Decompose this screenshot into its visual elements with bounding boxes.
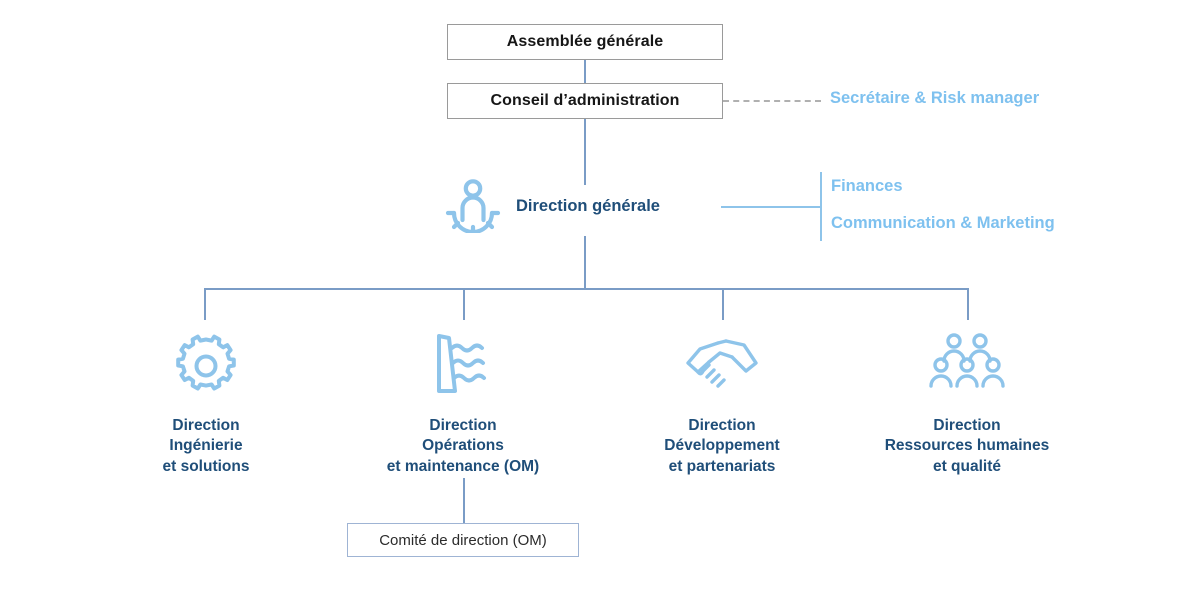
- connector-ca-to-secretaire: [723, 100, 821, 102]
- dam-water-icon: [358, 330, 568, 402]
- connector-dg-to-staff: [721, 206, 821, 208]
- node-direction-operations[interactable]: Direction Opérations et maintenance (OM): [358, 330, 568, 477]
- department-distribution-bar: [204, 288, 969, 290]
- node-label: Assemblée générale: [506, 33, 664, 50]
- connector-bar-to-operations: [463, 288, 465, 320]
- node-conseil-administration[interactable]: Conseil d’administration: [447, 83, 723, 119]
- side-label-secretaire: Secrétaire & Risk manager: [830, 89, 1040, 107]
- node-direction-ressources-humaines[interactable]: Direction Ressources humaines et qualité: [862, 330, 1072, 477]
- side-label-communication: Communication & Marketing: [831, 214, 1055, 232]
- person-gear-icon: [444, 175, 502, 238]
- connector-bar-to-developpement: [722, 288, 724, 320]
- connector-bar-to-rh: [967, 288, 969, 320]
- side-label-finances: Finances: [831, 177, 903, 195]
- node-label: Direction Opérations et maintenance (OM): [386, 417, 540, 475]
- node-comite-de-direction[interactable]: Comité de direction (OM): [347, 523, 579, 557]
- handshake-icon: [617, 330, 827, 402]
- connector-ca-to-dg: [584, 119, 586, 185]
- connector-dg-to-bar: [584, 236, 586, 289]
- node-label: Conseil d’administration: [490, 92, 680, 109]
- node-label: Direction Développement et partenariats: [664, 417, 780, 475]
- connector-bar-to-ingenierie: [204, 288, 206, 320]
- node-assemblee-generale[interactable]: Assemblée générale: [447, 24, 723, 60]
- node-label: Direction générale: [516, 196, 660, 215]
- node-label: Direction Ressources humaines et qualité: [884, 417, 1050, 475]
- node-direction-developpement[interactable]: Direction Développement et partenariats: [617, 330, 827, 477]
- node-direction-generale[interactable]: Direction générale: [444, 176, 660, 236]
- node-label: Direction Ingénierie et solutions: [162, 417, 250, 475]
- node-direction-ingenierie[interactable]: Direction Ingénierie et solutions: [101, 330, 311, 477]
- gear-icon: [101, 330, 311, 402]
- people-group-icon: [862, 330, 1072, 402]
- connector-ag-to-ca: [584, 60, 586, 83]
- node-label: Comité de direction (OM): [379, 531, 547, 549]
- staff-bracket: [820, 172, 822, 241]
- connector-operations-to-comite: [463, 478, 465, 523]
